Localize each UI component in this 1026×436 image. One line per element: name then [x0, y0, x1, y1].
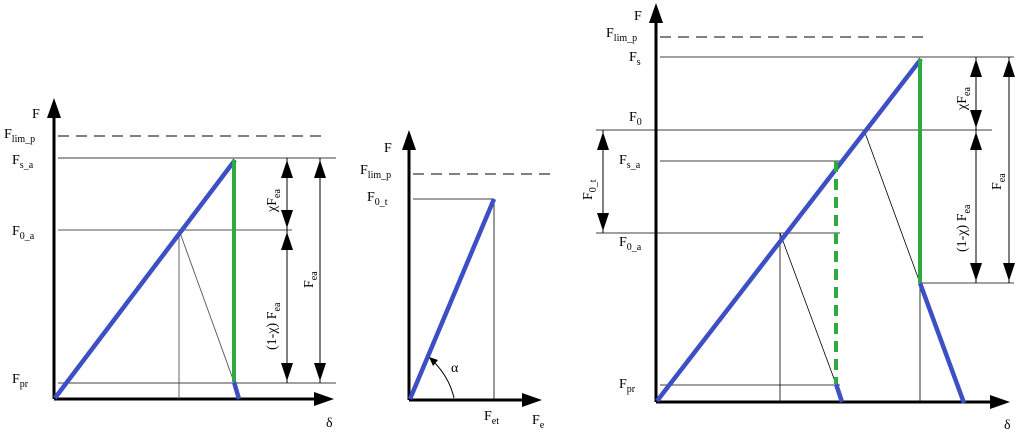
- p3-y-axis-label: F: [634, 9, 642, 24]
- p1-one-minus-chi-label: (1-χ) Fea: [265, 302, 283, 350]
- p2-stiffness-line: [407, 198, 497, 400]
- p1-blue-tail: [231, 381, 242, 400]
- p1-fpr-label: Fpr: [12, 372, 29, 390]
- p3-blue-tail-2: [917, 282, 967, 404]
- p2-fet-label: Fet: [484, 409, 499, 427]
- p3-chi-label: χFea: [955, 87, 973, 111]
- p3-fsa-label: Fs_a: [619, 153, 641, 171]
- p1-y-axis-label: F: [32, 107, 40, 122]
- p2-angle-label: α: [451, 361, 459, 376]
- p3-f0t-label: F0_t: [581, 179, 599, 200]
- p3-x-axis-arrow-icon: [990, 395, 1010, 409]
- p1-fea-label: Fea: [302, 271, 320, 288]
- p1-fsa-label: Fs_a: [12, 153, 34, 171]
- p1-loading-line: [53, 158, 237, 400]
- p3-unload-line-1: [779, 232, 837, 385]
- p1-chi-label: χFea: [265, 189, 283, 213]
- p2-lim-label: Flim_p: [360, 163, 391, 181]
- p1-x-axis-label: δ: [326, 416, 333, 431]
- p3-f0-label: F0: [629, 110, 642, 128]
- p1-f0a-label: F0_a: [12, 224, 35, 242]
- p3-blue-tail-1: [833, 383, 845, 403]
- panel-3-diagram: F δ Flim_p Fs F0 Fs_a F0_a Fpr F0_t χFea…: [581, 3, 1015, 433]
- p3-one-minus-chi-label: (1-χ) Fea: [955, 204, 973, 252]
- p3-fea-label: Fea: [990, 173, 1008, 190]
- p3-f0a-label: F0_a: [619, 235, 642, 253]
- p3-fpr-label: Fpr: [619, 377, 636, 395]
- p2-x-axis-arrow-icon: [522, 393, 542, 407]
- p2-y-axis-arrow-icon: [402, 130, 416, 150]
- p1-x-axis-arrow-icon: [314, 392, 334, 406]
- p3-y-axis-arrow-icon: [649, 3, 663, 23]
- p3-x-axis-label: δ: [1004, 418, 1011, 433]
- p1-lim-label: Flim_p: [4, 127, 35, 145]
- p1-y-axis-arrow-icon: [47, 98, 61, 118]
- p2-angle-arrow-icon: [429, 357, 438, 366]
- p2-f0t-label: F0_t: [367, 190, 388, 208]
- p2-y-axis-label: F: [384, 141, 392, 156]
- p1-unload-line: [178, 229, 235, 383]
- p3-fs-label: Fs: [629, 50, 641, 68]
- p3-loading-line: [655, 57, 923, 403]
- panel-2-diagram: F Fe Flim_p F0_t Fet α: [360, 130, 555, 431]
- p3-lim-label: Flim_p: [606, 26, 637, 44]
- p3-unload-line-2: [863, 129, 921, 284]
- p2-x-axis-label: Fe: [532, 413, 545, 431]
- panel-1-diagram: F δ Flim_p Fs_a F0_a Fpr χFea (1-χ) Fea …: [4, 98, 336, 431]
